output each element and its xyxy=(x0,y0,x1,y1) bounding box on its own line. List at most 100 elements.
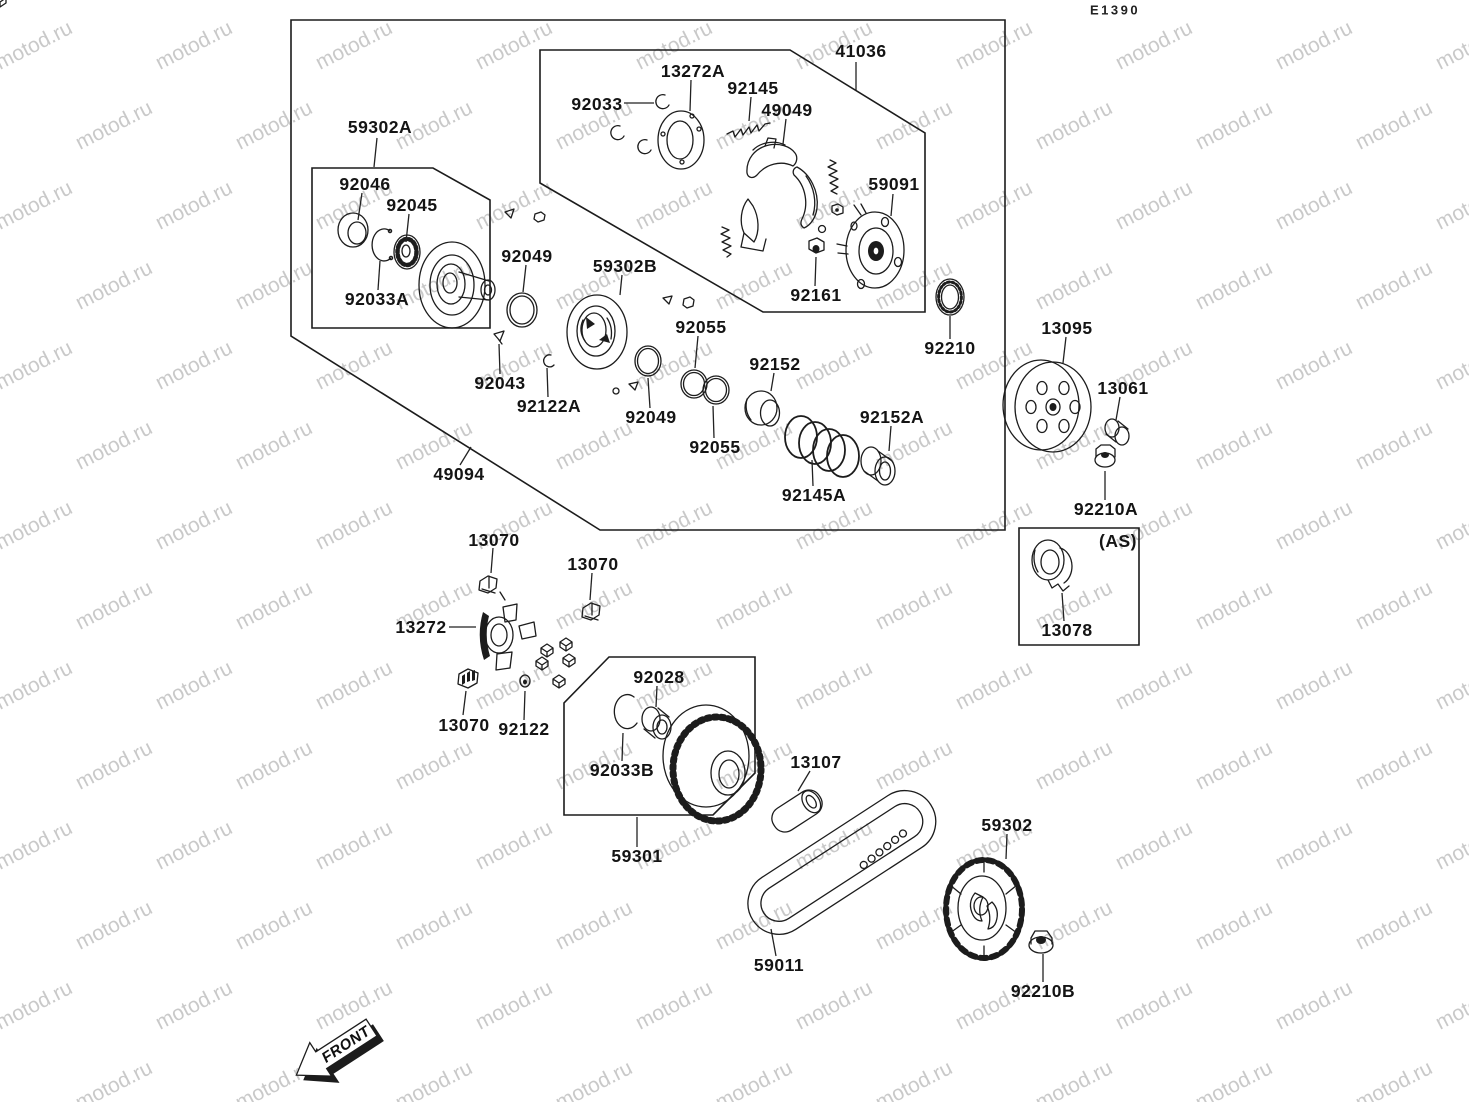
leader-line xyxy=(770,372,775,392)
part-sketch-small-pins-upper xyxy=(504,208,546,223)
leader-line xyxy=(888,425,892,452)
watermark-text: motod.ru xyxy=(1352,256,1436,314)
part-sketch-bearing-92210 xyxy=(935,278,965,316)
watermark-text: motod.ru xyxy=(792,496,876,554)
part-label-92122A: 92122A xyxy=(517,367,581,416)
part-label-92122: 92122 xyxy=(498,690,549,739)
part-sketch-roller-13107 xyxy=(771,789,823,833)
watermark-text: motod.ru xyxy=(952,656,1036,714)
leader-line xyxy=(1005,833,1008,860)
part-label-59011: 59011 xyxy=(754,928,804,975)
part-number-text: 59011 xyxy=(754,955,804,975)
watermark-text: motod.ru xyxy=(1272,976,1356,1034)
part-label-13095: 13095 xyxy=(1041,318,1092,364)
leader-line xyxy=(490,547,494,574)
watermark-text: motod.ru xyxy=(872,736,956,794)
watermark-text: motod.ru xyxy=(1432,976,1469,1034)
outline-layer xyxy=(290,19,1140,816)
part-number-text: 92152A xyxy=(860,407,924,427)
watermark-text: motod.ru xyxy=(1352,1056,1436,1102)
leader-line xyxy=(694,335,699,369)
part-label-92046: 92046 xyxy=(339,174,390,221)
part-number-text: 13272A xyxy=(661,61,725,81)
watermark-text: motod.ru xyxy=(1272,336,1356,394)
part-label-92033A: 92033A xyxy=(345,260,409,309)
part-number-text: 92033B xyxy=(590,760,654,780)
watermark-text: motod.ru xyxy=(552,576,636,634)
part-number-text: 92028 xyxy=(633,667,684,687)
part-number-text: 59302 xyxy=(981,815,1032,835)
watermark-text: motod.ru xyxy=(552,896,636,954)
watermark-text: motod.ru xyxy=(0,656,76,714)
watermark-text: motod.ru xyxy=(1432,656,1469,714)
watermark-text: motod.ru xyxy=(952,16,1036,74)
leader-line xyxy=(1061,592,1065,622)
part-sketch-sliders xyxy=(0,0,576,689)
watermark-text: motod.ru xyxy=(1112,656,1196,714)
watermark-text: motod.ru xyxy=(1192,416,1276,474)
part-sketch-spider-13272 xyxy=(479,591,537,671)
part-sketch-nut-92161 xyxy=(808,237,825,254)
leader-line xyxy=(655,685,658,708)
part-label-13078: 13078 xyxy=(1041,592,1092,640)
part-number-text: 92049 xyxy=(501,246,552,266)
part-number-text: 13061 xyxy=(1097,378,1148,398)
part-label-92028: 92028 xyxy=(633,667,684,708)
part-number-text: 59302B xyxy=(593,256,657,276)
watermark-text: motod.ru xyxy=(152,336,236,394)
leader-line xyxy=(523,690,526,721)
watermark-text: motod.ru xyxy=(0,336,76,394)
part-number-text: 49094 xyxy=(433,464,484,484)
watermark-text: motod.ru xyxy=(1112,816,1196,874)
watermark-text: motod.ru xyxy=(1352,416,1436,474)
part-number-text: 92152 xyxy=(749,354,800,374)
watermark-text: motod.ru xyxy=(152,816,236,874)
leader-line xyxy=(890,193,894,217)
watermark-text: motod.ru xyxy=(392,1056,476,1102)
watermark-text: motod.ru xyxy=(552,1056,636,1102)
leader-line xyxy=(405,213,410,243)
part-sketch-small-pins-mid xyxy=(612,295,695,395)
watermark-text: motod.ru xyxy=(232,256,316,314)
watermark-text: motod.ru xyxy=(232,576,316,634)
leader-line xyxy=(770,928,777,957)
leader-line xyxy=(811,459,814,487)
watermark-text: motod.ru xyxy=(0,816,76,874)
part-number-text: 92033 xyxy=(571,94,622,114)
leader-line xyxy=(589,572,593,601)
part-label-92049: 92049 xyxy=(625,377,676,427)
watermark-text: motod.ru xyxy=(152,656,236,714)
leader-line xyxy=(546,367,549,398)
part-label-41036: 41036 xyxy=(835,41,886,91)
part-sketch-nut-92210a xyxy=(1094,444,1116,468)
part-sketch-clutch-drum-13095 xyxy=(1002,359,1092,453)
part-number-text: 92145 xyxy=(727,78,778,98)
watermark-text: motod.ru xyxy=(1352,896,1436,954)
part-sketch-clamps-13070 xyxy=(478,575,601,621)
part-number-text: 92122 xyxy=(498,719,549,739)
watermark-text: motod.ru xyxy=(792,976,876,1034)
watermark-text: motod.ru xyxy=(392,736,476,794)
watermark-text: motod.ru xyxy=(792,656,876,714)
watermark-text: motod.ru xyxy=(1112,176,1196,234)
part-number-text: 13107 xyxy=(790,752,841,772)
part-sketch-oring-92055-second xyxy=(702,375,730,405)
leader-line xyxy=(357,192,363,221)
watermark-text: motod.ru xyxy=(1032,896,1116,954)
watermark-text: motod.ru xyxy=(1112,976,1196,1034)
watermark-text: motod.ru xyxy=(1192,736,1276,794)
part-sketch-sleeve-92152a xyxy=(860,446,896,486)
watermark-text: motod.ru xyxy=(472,976,556,1034)
part-number-text: 92210B xyxy=(1011,981,1075,1001)
part-sketch-bearing-92045 xyxy=(393,234,421,270)
watermark-text: motod.ru xyxy=(1352,736,1436,794)
watermark-text: motod.ru xyxy=(72,1056,156,1102)
watermark-text: motod.ru xyxy=(232,896,316,954)
watermark-text: motod.ru xyxy=(152,16,236,74)
watermark-text: motod.ru xyxy=(1032,256,1116,314)
part-sketch-bushing-92028 xyxy=(641,706,672,740)
leader-line xyxy=(373,137,378,168)
watermark-text: motod.ru xyxy=(1432,496,1469,554)
part-number-text: 92033A xyxy=(345,289,409,309)
watermark-text: motod.ru xyxy=(472,656,556,714)
